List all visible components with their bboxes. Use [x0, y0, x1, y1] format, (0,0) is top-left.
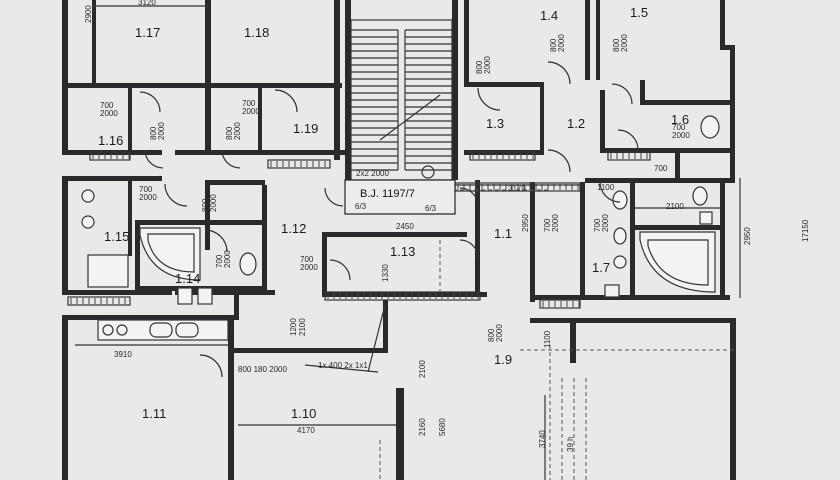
room-label-1-5: 1.5 — [630, 5, 648, 20]
room-label-1-3: 1.3 — [486, 116, 504, 131]
door-size: 700 — [543, 218, 552, 232]
door-swings — [139, 61, 639, 378]
door-size: 2000 — [223, 250, 232, 268]
hatch-strip — [67, 296, 131, 306]
hatch-strip — [267, 159, 331, 169]
door-size: 2000 — [242, 107, 260, 116]
door-size: 2000 — [483, 56, 492, 74]
room-label-1-6: 1.6 — [671, 112, 689, 127]
dim-3740: 3740 — [538, 430, 547, 448]
door-size: 800 — [225, 126, 234, 140]
room-label-1-15: 1.15 — [104, 229, 129, 244]
dim-3910: 3910 — [114, 350, 132, 359]
room-label-1-11: 1.11 — [142, 406, 166, 421]
door-size: 2000 — [551, 214, 560, 232]
room-label-1-7: 1.7 — [592, 260, 610, 275]
note-wc-door: 800 180 2000 — [238, 365, 287, 374]
room-label-1-19: 1.19 — [293, 121, 318, 136]
door-size: 700 — [300, 255, 314, 264]
note-side: 39 h — [566, 436, 575, 452]
door-size: 800 — [201, 198, 210, 212]
dim-4170: 4170 — [297, 426, 315, 435]
door-size: 2000 — [557, 34, 566, 52]
dim-1100-a: 1100 — [597, 183, 615, 192]
door-size: 2000 — [139, 193, 157, 202]
door-size: 700 — [672, 123, 686, 132]
hatch-strip — [607, 151, 651, 161]
dimension-texts: 3120 3170 2450 3910 4170 1100 2100 700 2… — [84, 0, 810, 452]
door-size: 2000 — [672, 131, 690, 140]
door-size: 2000 — [100, 109, 118, 118]
room-label-1-9: 1.9 — [494, 352, 512, 367]
door-size: 2000 — [209, 194, 218, 212]
hatch-strip — [469, 151, 536, 161]
dim-1100-b: 1100 — [543, 330, 552, 348]
room-label-1-10: 1.10 — [291, 406, 316, 421]
dim-700: 700 — [654, 164, 668, 173]
door-size: 800 — [612, 38, 621, 52]
door-size: 800 — [549, 38, 558, 52]
dim-2100-b: 2100 — [418, 360, 427, 378]
door-size: 700 — [100, 101, 114, 110]
door-size: 2000 — [233, 122, 242, 140]
dim-2100-a: 2100 — [666, 202, 684, 211]
staircase — [350, 19, 453, 181]
room-label-1-14: 1.14 — [175, 271, 200, 286]
dim-2160: 2160 — [418, 418, 427, 436]
hatch-strip — [89, 151, 131, 161]
room-label-1-2: 1.2 — [567, 116, 585, 131]
unit-tag: B.J. 1197/7 6/3 6/3 2x2 2000 — [344, 169, 456, 215]
room-label-1-4: 1.4 — [540, 8, 558, 23]
dim-2450: 2450 — [396, 222, 414, 231]
dim-3270: 2900 — [84, 5, 93, 23]
dim-2950-b: 2950 — [743, 227, 752, 245]
unit-right-code: 6/3 — [425, 204, 437, 213]
room-label-1-18: 1.18 — [244, 25, 269, 40]
door-size: 800 — [487, 328, 496, 342]
room-label-1-1: 1.1 — [494, 226, 512, 241]
room-label-1-17: 1.17 — [135, 25, 160, 40]
dimension-lines — [75, 5, 741, 480]
room-label-1-16: 1.16 — [98, 133, 123, 148]
door-size: 700 — [139, 185, 153, 194]
unit-left-code: 6/3 — [355, 202, 367, 211]
dim-1200: 1200 — [289, 318, 298, 336]
dim-5680: 5680 — [438, 418, 447, 436]
hatch-strip — [324, 291, 481, 301]
dim-3170: 3170 — [508, 184, 526, 193]
stair-note: 2x2 2000 — [356, 169, 389, 178]
door-size: 700 — [242, 99, 256, 108]
room-labels: 1.17 1.18 1.4 1.5 1.16 1.19 1.3 1.2 1.6 … — [98, 5, 689, 421]
door-size: 700 — [593, 218, 602, 232]
door-size: 800 — [475, 60, 484, 74]
door-size: 2000 — [300, 263, 318, 272]
note-stair-detail: 1x 400 2x 1x1 — [318, 361, 368, 370]
room-label-1-13: 1.13 — [390, 244, 415, 259]
door-size: 2000 — [620, 34, 629, 52]
room-label-1-12: 1.12 — [281, 221, 306, 236]
dim-2950-a: 2950 — [521, 214, 530, 232]
hatch-strips — [67, 151, 651, 309]
fixtures — [81, 115, 720, 341]
dim-3120: 3120 — [138, 0, 156, 7]
door-size: 2000 — [601, 214, 610, 232]
door-size: 800 — [149, 126, 158, 140]
dim-1330: 1330 — [381, 264, 390, 282]
door-size: 2000 — [157, 122, 166, 140]
door-size: 700 — [215, 254, 224, 268]
dim-17150: 17150 — [801, 219, 810, 242]
hatch-strip — [539, 299, 581, 309]
door-size: 2000 — [495, 324, 504, 342]
unit-title: B.J. 1197/7 — [360, 188, 415, 200]
dashed-lines — [304, 189, 735, 480]
dim-2100-c: 2100 — [298, 318, 307, 336]
door-size-texts: 700 2000 700 2000 700 2000 700 2000 700 … — [100, 34, 690, 342]
